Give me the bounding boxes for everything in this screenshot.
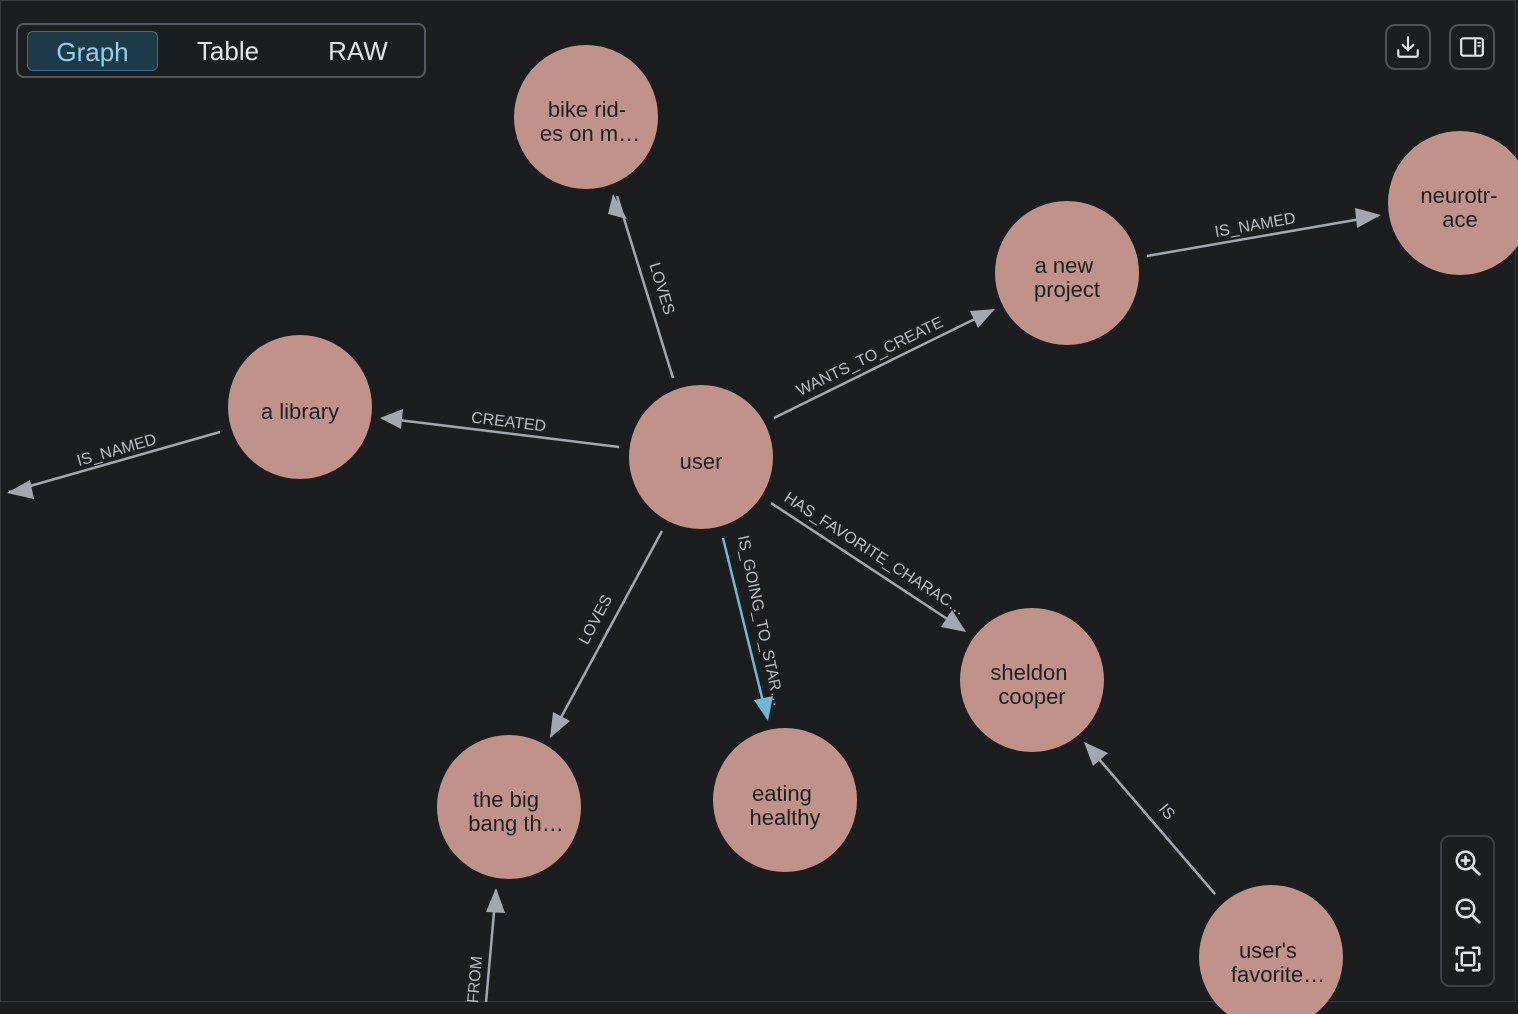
edge-loves-bigbang[interactable]: LOVES bbox=[549, 530, 664, 738]
node-label-line: user's bbox=[1239, 938, 1297, 963]
node-bike-rides[interactable]: bike rid- es on m… bbox=[514, 45, 658, 189]
edge-label: LOVES bbox=[645, 261, 677, 317]
node-label-line: the big bbox=[473, 787, 539, 812]
node-label-line: bike rid- bbox=[548, 97, 626, 122]
node-user[interactable]: user bbox=[629, 385, 773, 529]
node-label-line: a library bbox=[261, 399, 339, 424]
node-label: bike rid- es on m… bbox=[540, 97, 640, 146]
node-label-line: sheldon bbox=[990, 660, 1067, 685]
node-neurotrace[interactable]: neurotr- ace bbox=[1388, 131, 1518, 275]
zoom-out-icon bbox=[1455, 898, 1481, 924]
edge-label: FROM bbox=[465, 955, 486, 1003]
node-label: a new project bbox=[1034, 253, 1100, 302]
download-button[interactable] bbox=[1385, 24, 1431, 70]
edge-is-named-library[interactable]: IS_NAMED bbox=[7, 430, 221, 499]
node-label-line: favorite… bbox=[1231, 962, 1325, 987]
node-label: sheldon cooper bbox=[990, 660, 1073, 709]
node-label: a library bbox=[261, 399, 339, 424]
node-label-line: ace bbox=[1442, 207, 1477, 232]
edge-is-named-neurotrace[interactable]: IS_NAMED bbox=[1146, 208, 1381, 258]
edge-from[interactable]: FROM bbox=[465, 888, 505, 1004]
node-label-line: neurotr- bbox=[1420, 183, 1497, 208]
node-label-line: eating bbox=[752, 781, 812, 806]
node-label-line: bang th… bbox=[468, 811, 563, 836]
edge-loves-bike[interactable]: LOVES bbox=[608, 194, 677, 379]
fit-to-screen-button[interactable] bbox=[1452, 943, 1484, 975]
edge-has-favorite-character[interactable]: HAS_FAVORITE_CHARAC… bbox=[770, 489, 968, 632]
side-panel-button[interactable] bbox=[1449, 24, 1495, 70]
node-label-line: healthy bbox=[750, 805, 821, 830]
node-users-favorite[interactable]: user's favorite… bbox=[1199, 885, 1343, 1014]
view-toggle: Graph Table RAW bbox=[16, 23, 426, 78]
tab-raw[interactable]: RAW bbox=[328, 36, 388, 66]
node-new-project[interactable]: a new project bbox=[995, 201, 1139, 345]
edge-label: WANTS_TO_CREATE bbox=[794, 314, 946, 400]
edge-is-going-to-start[interactable]: IS_GOING_TO_STAR… bbox=[721, 534, 787, 721]
node-label: neurotr- ace bbox=[1420, 183, 1503, 232]
zoom-out-button[interactable] bbox=[1452, 895, 1484, 927]
edge-label: IS bbox=[1155, 801, 1178, 824]
edge-label: IS_GOING_TO_STAR… bbox=[734, 534, 787, 708]
zoom-in-icon bbox=[1455, 850, 1481, 876]
node-label-line: es on m… bbox=[540, 121, 640, 146]
edge-created[interactable]: CREATED bbox=[380, 409, 620, 449]
node-sheldon-cooper[interactable]: sheldon cooper bbox=[960, 608, 1104, 752]
node-label-line: user bbox=[680, 449, 723, 474]
node-label: user bbox=[680, 449, 723, 474]
edge-wants-to-create[interactable]: WANTS_TO_CREATE bbox=[773, 308, 995, 420]
side-panel-icon bbox=[1460, 37, 1484, 57]
edge-label: HAS_FAVORITE_CHARAC… bbox=[781, 489, 968, 619]
node-label: eating healthy bbox=[750, 781, 821, 830]
edge-is[interactable]: IS bbox=[1084, 742, 1216, 895]
tab-table[interactable]: Table bbox=[196, 36, 260, 66]
node-label-line: a new bbox=[1035, 253, 1094, 278]
edge-label: IS_NAMED bbox=[75, 431, 158, 470]
edge-label: LOVES bbox=[576, 592, 616, 647]
node-label: user's favorite… bbox=[1231, 938, 1325, 987]
zoom-in-button[interactable] bbox=[1452, 847, 1484, 879]
fit-to-screen-icon bbox=[1455, 946, 1481, 972]
node-label-line: project bbox=[1034, 277, 1100, 302]
node-big-bang[interactable]: the big bang th… bbox=[437, 735, 581, 879]
node-eating-healthy[interactable]: eating healthy bbox=[713, 728, 857, 872]
edge-label: CREATED bbox=[470, 410, 547, 436]
node-library[interactable]: a library bbox=[228, 335, 372, 479]
tab-graph[interactable]: Graph bbox=[27, 31, 158, 71]
zoom-controls bbox=[1440, 835, 1495, 987]
node-label-line: cooper bbox=[998, 684, 1065, 709]
download-icon bbox=[1397, 36, 1419, 58]
node-label: the big bang th… bbox=[468, 787, 563, 836]
